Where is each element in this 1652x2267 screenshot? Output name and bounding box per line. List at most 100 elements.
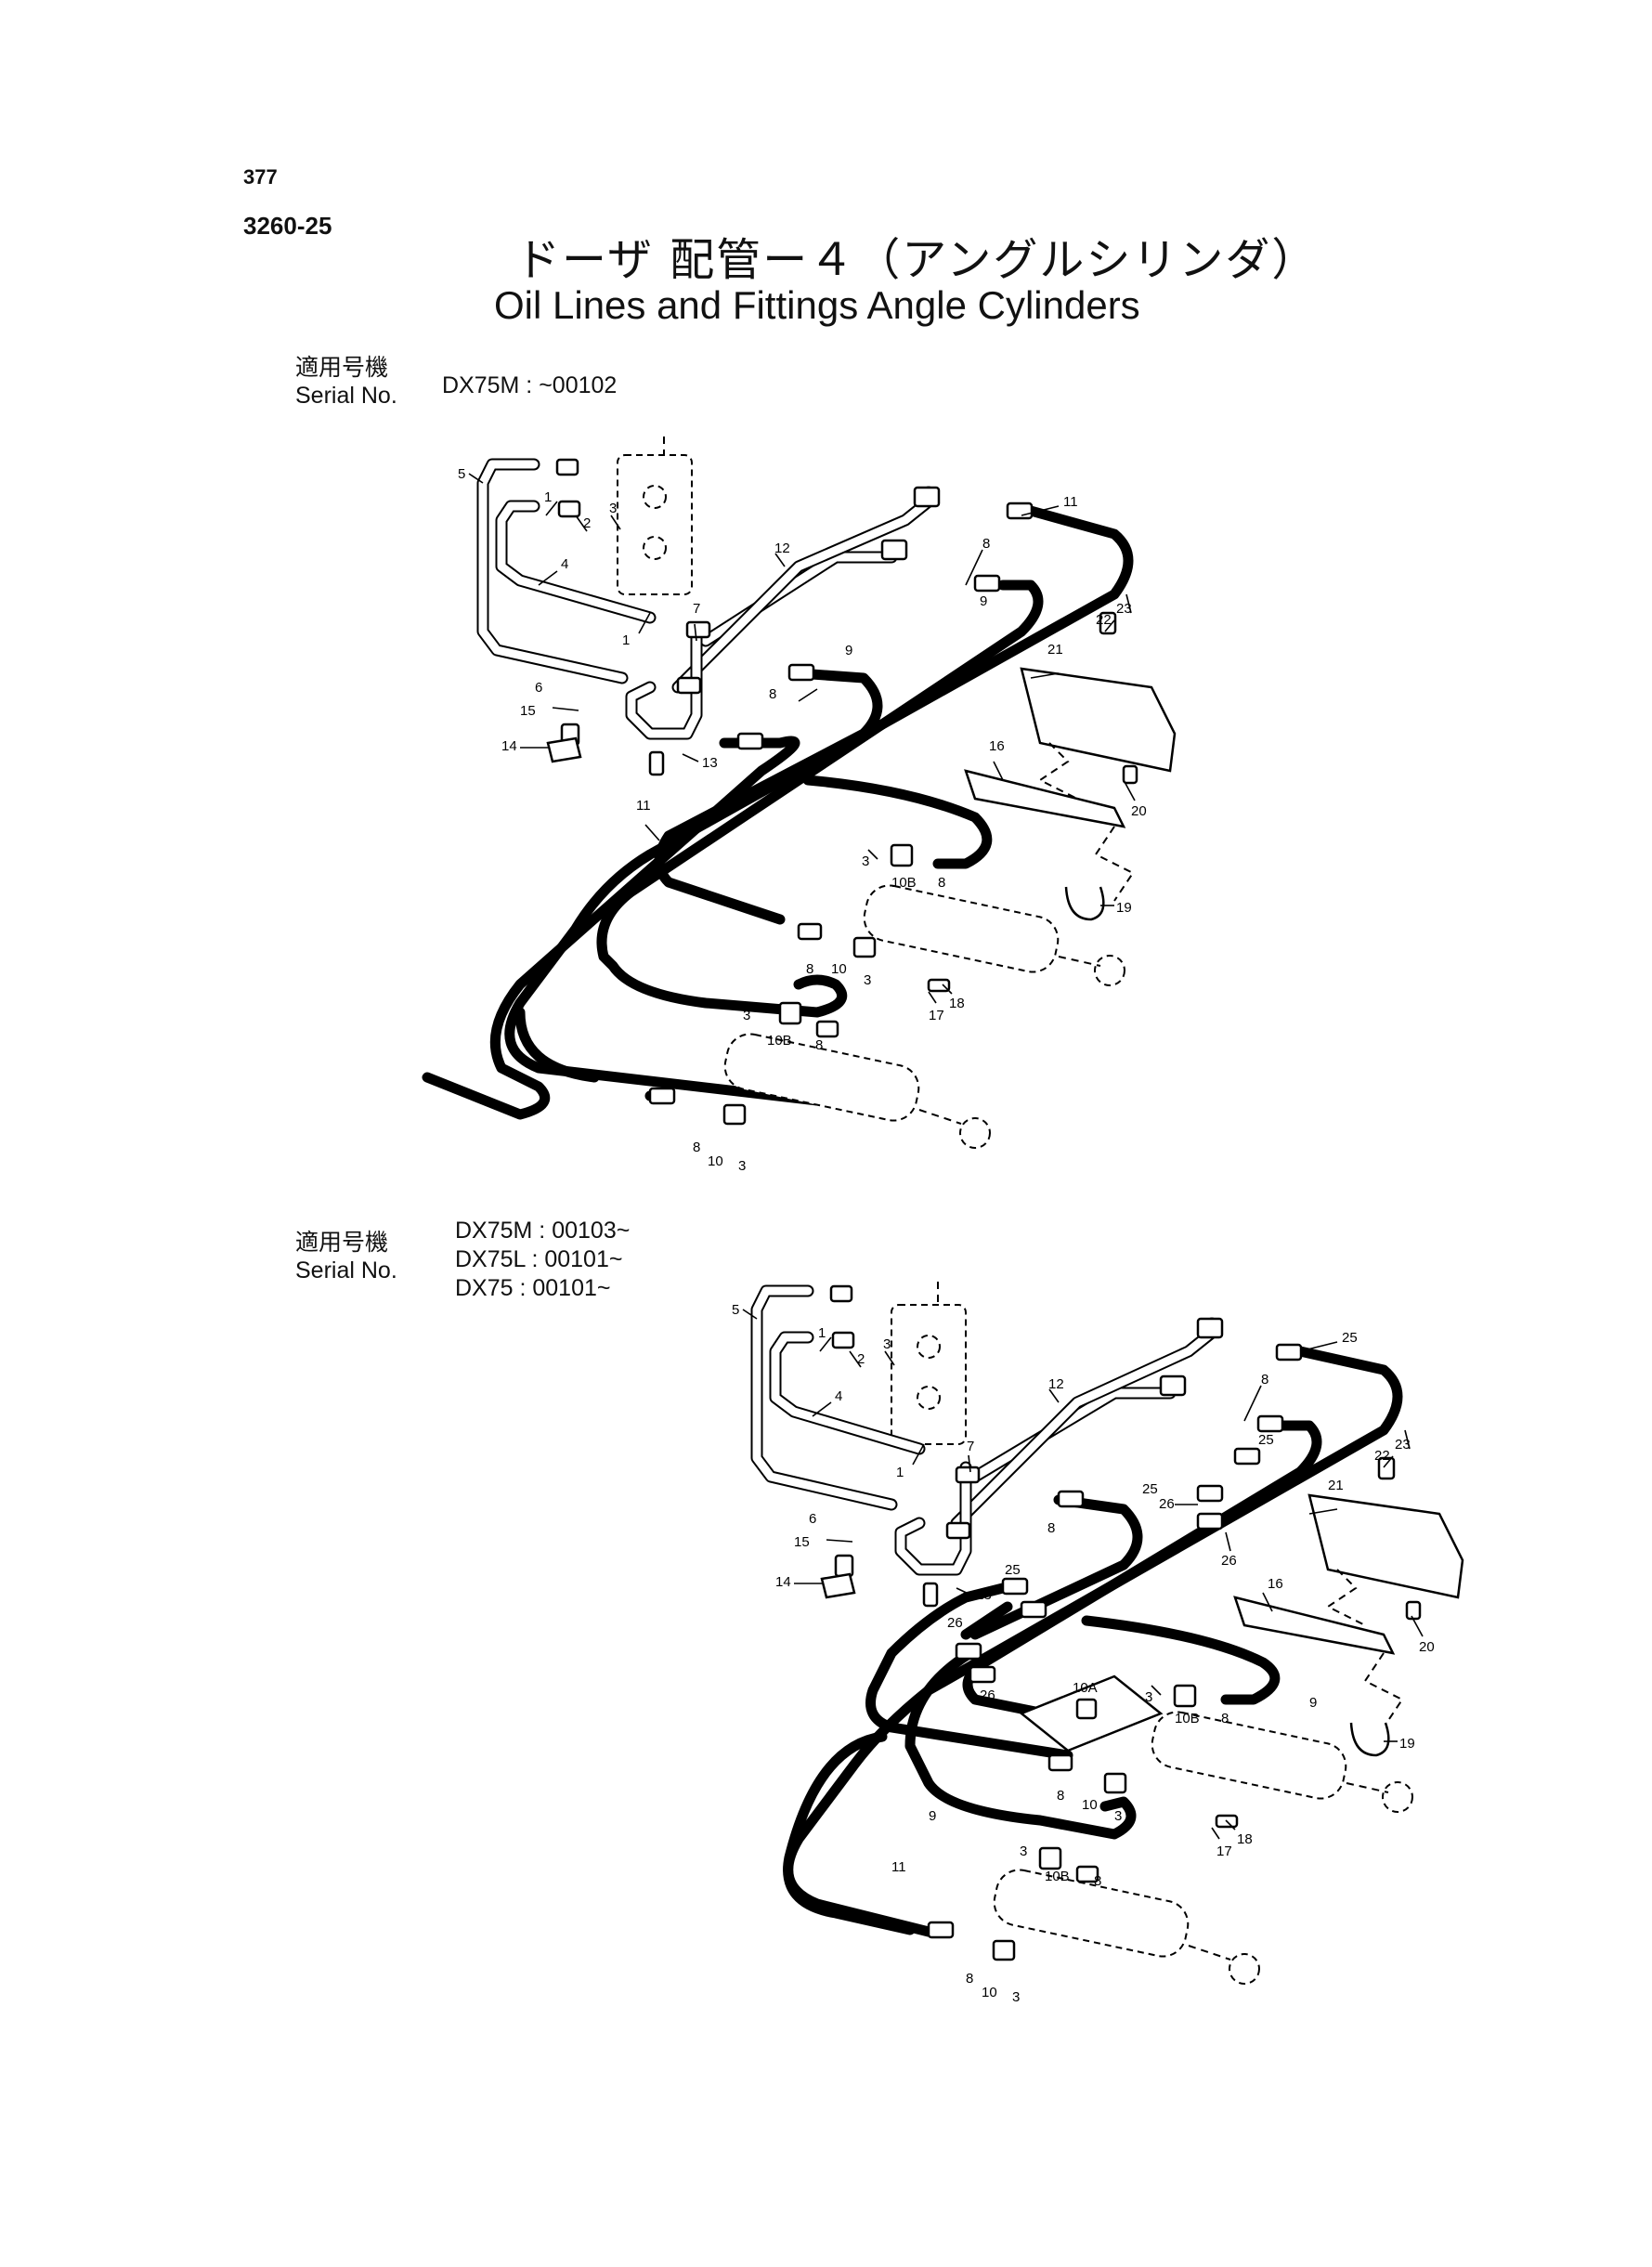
serial-label-en: Serial No. [295, 1257, 397, 1283]
model-entry: DX75 : 00101~ [455, 1275, 611, 1301]
part-label: 4 [561, 556, 568, 572]
part-label: 26 [1221, 1553, 1237, 1569]
part-label: 26 [980, 1687, 995, 1703]
part-label: 9 [1309, 1695, 1317, 1711]
part-label: 21 [1328, 1478, 1344, 1493]
part-label: 2 [857, 1351, 865, 1367]
part-label: 13 [976, 1587, 992, 1603]
inset-detail-10a [1019, 1674, 1164, 1752]
serial-label-bottom: 適用号機 Serial No. [295, 1228, 397, 1285]
part-label: 8 [815, 1037, 823, 1053]
angle-cylinder-left [723, 1033, 991, 1149]
part-label: 12 [774, 541, 790, 556]
part-label: 8 [806, 961, 813, 977]
fittings [820, 1284, 1422, 1961]
part-label: 25 [1342, 1330, 1358, 1346]
part-labels: 5 1 2 3 4 12 7 1 11 8 9 9 8 6 15 14 13 1… [458, 466, 1147, 1174]
hoses [783, 1346, 1403, 1937]
part-label: 14 [501, 738, 517, 754]
leader-lines [742, 1309, 1424, 1840]
part-label: 1 [818, 1325, 826, 1341]
part-label: 23 [1116, 601, 1132, 617]
control-valve [617, 436, 693, 595]
cover-bracket [964, 667, 1177, 902]
part-label: 10 [1082, 1797, 1098, 1813]
hose-clamp [1349, 1722, 1390, 1757]
part-label: 18 [949, 996, 965, 1011]
part-label: 9 [980, 593, 987, 609]
control-valve [891, 1282, 967, 1445]
title-english: Oil Lines and Fittings Angle Cylinders [494, 283, 1140, 327]
part-label: 8 [938, 875, 945, 891]
part-label: 15 [520, 703, 536, 719]
leader-lines [468, 473, 1136, 1004]
part-label: 13 [702, 755, 718, 771]
part-label: 3 [864, 972, 871, 988]
part-label: 1 [622, 632, 630, 648]
part-label: 17 [929, 1008, 944, 1023]
model-list-top: DX75M : ~00102 [442, 371, 617, 400]
part-label: 26 [947, 1615, 963, 1631]
angle-cylinder-right [863, 884, 1125, 986]
part-label: 22 [1096, 612, 1112, 628]
part-label: 10B [891, 875, 917, 891]
part-label: 19 [1399, 1736, 1415, 1752]
part-label: 12 [1048, 1376, 1064, 1392]
part-label: 19 [1116, 900, 1132, 916]
part-label: 8 [1057, 1788, 1064, 1804]
part-label: 10 [831, 961, 847, 977]
part-label: 10B [1175, 1711, 1200, 1726]
part-label: 17 [1216, 1844, 1232, 1859]
part-label: 3 [883, 1336, 891, 1352]
part-label: 3 [862, 853, 869, 869]
part-label: 25 [1005, 1562, 1021, 1578]
part-label: 4 [835, 1388, 842, 1404]
fittings [546, 458, 1138, 1126]
part-label: 1 [896, 1465, 904, 1480]
part-label: 3 [609, 501, 617, 516]
part-label: 9 [845, 643, 852, 658]
part-label: 7 [967, 1439, 974, 1454]
section-code: 3260-25 [243, 212, 332, 240]
part-label: 11 [636, 798, 651, 814]
title-japanese: ドーザ 配管ー４（アングルシリンダ） [515, 234, 1319, 286]
part-label: 10B [767, 1033, 792, 1049]
hose-clamp [1064, 886, 1105, 921]
part-label: 21 [1047, 642, 1063, 658]
part-label: 1 [544, 489, 552, 505]
part-label: 18 [1237, 1831, 1253, 1847]
part-label: 3 [743, 1008, 750, 1023]
diagram-bottom: 5 1 2 3 4 12 7 1 25 8 25 25 8 26 26 6 15… [732, 1282, 1464, 2005]
part-label: 10B [1045, 1869, 1070, 1884]
part-label: 10 [982, 1985, 997, 2000]
serial-label-en: Serial No. [295, 383, 397, 409]
hoses [422, 505, 1134, 1120]
part-label: 5 [732, 1302, 739, 1318]
part-label: 10A [1073, 1680, 1098, 1696]
part-label: 8 [1261, 1372, 1268, 1388]
part-labels: 5 1 2 3 4 12 7 1 25 8 25 25 8 26 26 6 15… [732, 1302, 1435, 2005]
part-label: 3 [1145, 1689, 1152, 1705]
part-label: 15 [794, 1534, 810, 1550]
part-label: 8 [1094, 1873, 1101, 1889]
part-label: 2 [583, 515, 591, 531]
serial-label-jp: 適用号機 [295, 354, 389, 381]
part-label: 3 [1114, 1808, 1122, 1824]
angle-cylinder-left [993, 1869, 1260, 1985]
diagram-top: 5 1 2 3 4 12 7 1 11 8 9 9 8 6 15 14 13 1… [422, 436, 1177, 1174]
part-label: 16 [1268, 1576, 1283, 1592]
part-label: 26 [1159, 1496, 1175, 1512]
part-label: 22 [1374, 1448, 1390, 1464]
model-list-bottom: DX75M : 00103~ DX75L : 00101~ DX75 : 001… [455, 1217, 630, 1303]
cover-bracket [1233, 1493, 1464, 1728]
part-label: 25 [1258, 1432, 1274, 1448]
part-label: 10 [708, 1153, 723, 1169]
part-label: 3 [1020, 1844, 1027, 1859]
serial-label-jp: 適用号機 [295, 1229, 389, 1256]
part-label: 6 [809, 1511, 816, 1527]
part-label: 8 [1047, 1520, 1055, 1536]
part-label: 8 [982, 536, 990, 552]
page-number: 377 [243, 165, 278, 189]
part-label: 20 [1131, 803, 1147, 819]
part-label: 7 [693, 601, 700, 617]
